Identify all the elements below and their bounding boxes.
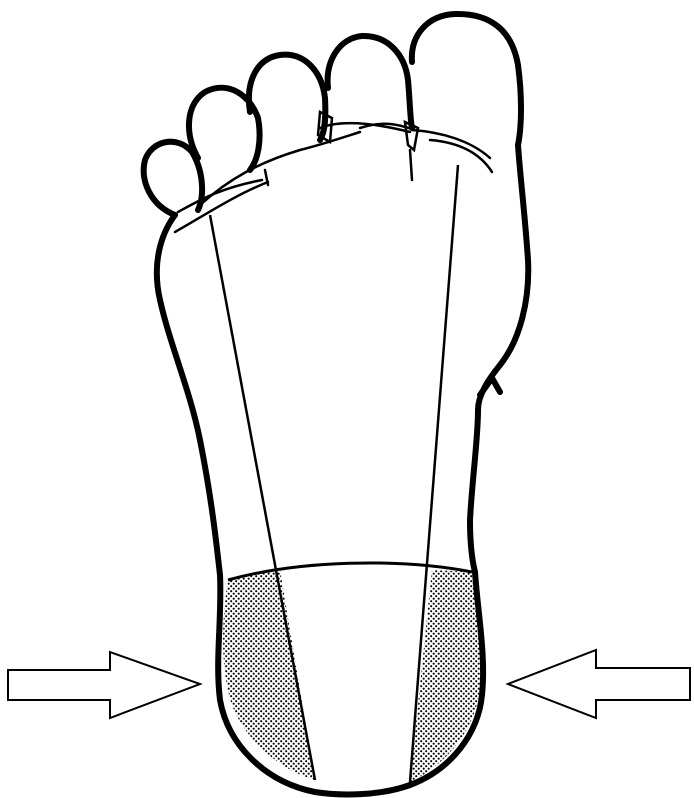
second-toe	[328, 36, 412, 128]
toe-creases	[175, 112, 492, 232]
heel-lateral-band	[410, 570, 481, 782]
toes	[144, 14, 521, 215]
right-arrow-left-icon	[508, 650, 690, 718]
big-toe	[412, 14, 521, 145]
lateral-notch	[480, 378, 500, 395]
right-foot-edge	[470, 145, 528, 572]
left-arrow-right-icon	[8, 652, 200, 718]
heel-medial-band	[223, 570, 315, 780]
